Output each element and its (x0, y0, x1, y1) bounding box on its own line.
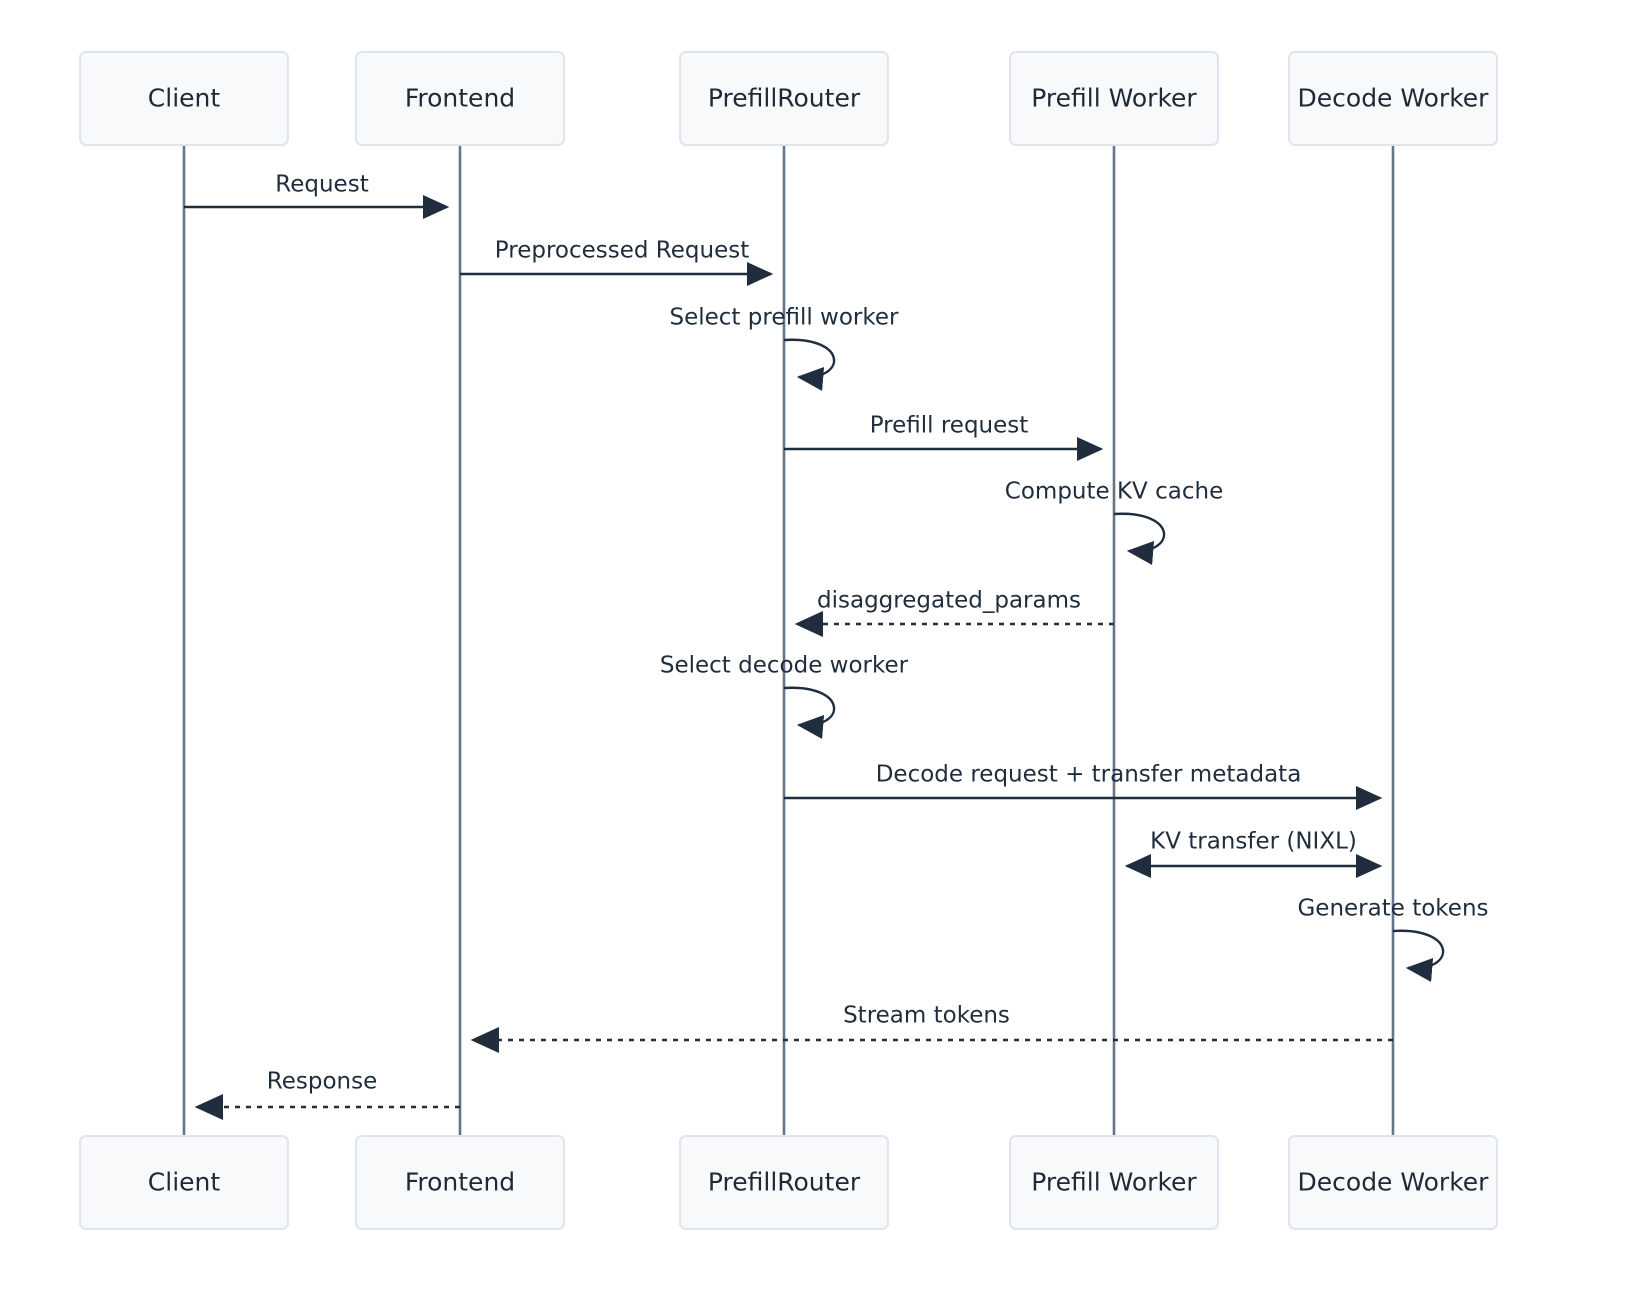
message-label-9: KV transfer (NIXL) (1150, 829, 1357, 855)
message-arrow-self-3 (783, 338, 836, 392)
participant-prefillrouter-bottom[interactable]: PrefillRouter (679, 1135, 889, 1230)
participant-box-frontend (355, 1135, 565, 1230)
message-label-2: Preprocessed Request (495, 238, 749, 264)
participant-label-client: Client (148, 84, 221, 113)
participant-label-frontend: Frontend (405, 1168, 515, 1197)
participant-decodeworker-top[interactable]: Decode Worker (1288, 51, 1498, 146)
participant-frontend-top[interactable]: Frontend (355, 51, 565, 146)
message-11-backward[interactable]: Stream tokens (470, 1003, 1393, 1054)
participant-box-frontend (355, 51, 565, 146)
message-label-5: Compute KV cache (1005, 479, 1223, 505)
participant-label-decodeworker: Decode Worker (1298, 84, 1490, 113)
participant-client-top[interactable]: Client (79, 51, 289, 146)
message-5-self[interactable]: Compute KV cache (1005, 479, 1223, 566)
participant-prefillworker-top[interactable]: Prefill Worker (1009, 51, 1219, 146)
participant-label-frontend: Frontend (405, 84, 515, 113)
message-1-forward[interactable]: Request (184, 172, 450, 220)
participant-box-client (79, 51, 289, 146)
message-arrow-self-7 (783, 686, 836, 740)
participant-label-prefillworker: Prefill Worker (1031, 84, 1197, 113)
message-label-12: Response (267, 1069, 377, 1095)
message-9-bidirectional[interactable]: KV transfer (NIXL) (1124, 829, 1383, 879)
message-7-self[interactable]: Select decode worker (660, 653, 909, 740)
lifelines-group (182, 145, 1395, 1136)
message-arrow-self-5 (1113, 512, 1166, 566)
participant-box-decodeworker (1288, 51, 1498, 146)
message-6-backward[interactable]: disaggregated_params (794, 588, 1114, 638)
message-12-backward[interactable]: Response (194, 1069, 460, 1121)
participant-box-prefillworker (1009, 51, 1219, 146)
message-label-1: Request (275, 172, 368, 198)
participant-box-decodeworker (1288, 1135, 1498, 1230)
message-3-self[interactable]: Select prefill worker (670, 305, 900, 392)
participant-label-prefillworker: Prefill Worker (1031, 1168, 1197, 1197)
participant-label-decodeworker: Decode Worker (1298, 1168, 1490, 1197)
message-arrow-self-10 (1392, 929, 1445, 983)
participant-box-prefillworker (1009, 1135, 1219, 1230)
participant-boxes-bottom: Client Frontend PrefillRouter Prefill Worke… (79, 1135, 1498, 1230)
participant-client-bottom[interactable]: Client (79, 1135, 289, 1230)
message-label-11: Stream tokens (843, 1003, 1010, 1029)
message-2-forward[interactable]: Preprocessed Request (460, 238, 774, 287)
participant-label-prefillrouter: PrefillRouter (708, 1168, 861, 1197)
message-label-8: Decode request + transfer metadata (876, 762, 1302, 788)
message-4-forward[interactable]: Prefill request (784, 413, 1104, 462)
message-8-forward[interactable]: Decode request + transfer metadata (784, 762, 1383, 811)
participant-decodeworker-bottom[interactable]: Decode Worker (1288, 1135, 1498, 1230)
participant-prefillworker-bottom[interactable]: Prefill Worker (1009, 1135, 1219, 1230)
message-label-3: Select prefill worker (670, 305, 900, 331)
message-label-7: Select decode worker (660, 653, 909, 679)
message-10-self[interactable]: Generate tokens (1297, 896, 1489, 983)
participant-prefillrouter-top[interactable]: PrefillRouter (679, 51, 889, 146)
participant-frontend-bottom[interactable]: Frontend (355, 1135, 565, 1230)
message-label-10: Generate tokens (1297, 896, 1488, 922)
message-label-6: disaggregated_params (817, 588, 1081, 614)
participant-label-prefillrouter: PrefillRouter (708, 84, 861, 113)
participant-box-prefillrouter (679, 1135, 889, 1230)
message-label-4: Prefill request (870, 413, 1029, 439)
participant-boxes-top: Client Frontend PrefillRouter Prefill Worke… (79, 51, 1498, 146)
participant-label-client: Client (148, 1168, 221, 1197)
participant-box-prefillrouter (679, 51, 889, 146)
participant-box-client (79, 1135, 289, 1230)
